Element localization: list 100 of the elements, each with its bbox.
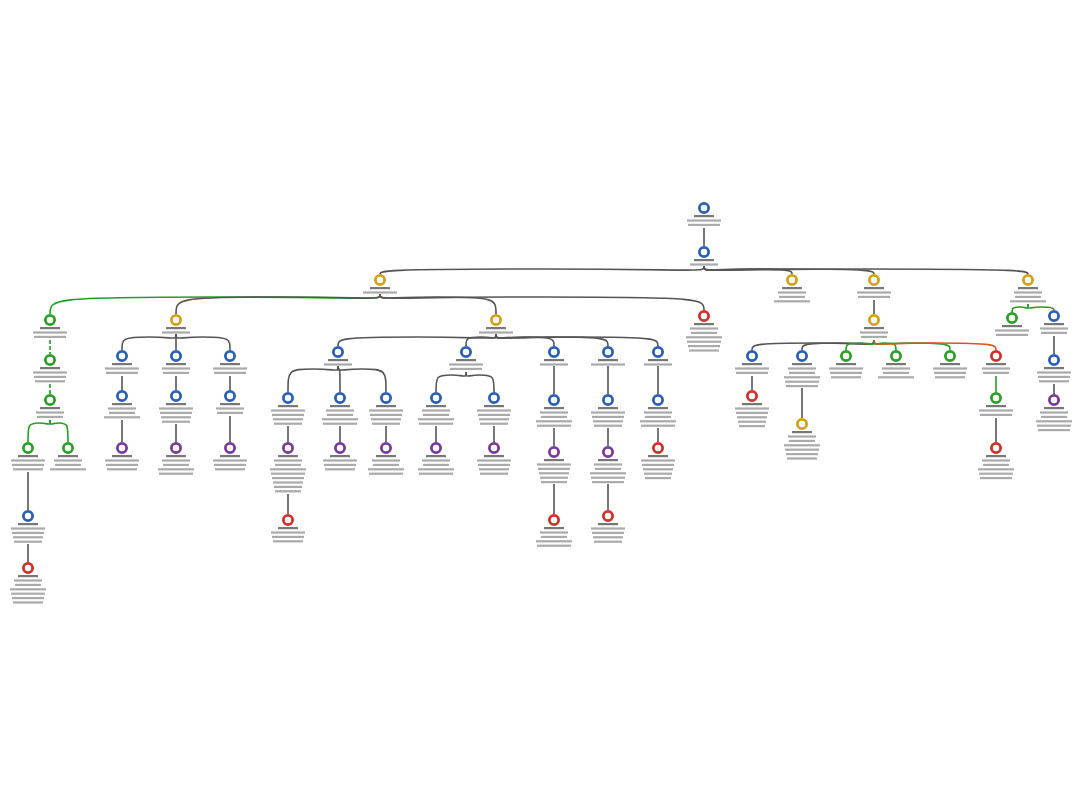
tree-node	[268, 392, 308, 426]
connector-line	[995, 417, 997, 443]
tree-node	[876, 350, 916, 380]
tree-node	[366, 442, 406, 476]
connector-line	[657, 427, 659, 443]
tree-node	[854, 314, 894, 340]
connector-line	[553, 483, 555, 515]
connector-line	[1053, 335, 1055, 355]
connector-line	[435, 425, 437, 443]
tree-node	[588, 510, 628, 544]
tree-node	[268, 442, 308, 494]
tree-node	[976, 392, 1016, 418]
tree-node	[156, 390, 196, 424]
tree-node	[102, 390, 142, 420]
connector-line	[751, 375, 753, 391]
tree-node	[854, 274, 894, 300]
connector-line	[337, 365, 341, 393]
connector-line	[465, 371, 495, 393]
connector-line	[229, 415, 231, 443]
tree-node	[826, 350, 866, 380]
tree-node	[8, 562, 48, 605]
tree-node	[782, 418, 822, 461]
connector-line	[607, 365, 609, 395]
tree-node	[156, 314, 196, 335]
tree-node	[156, 442, 196, 476]
connector-line	[27, 419, 51, 443]
connector-line	[703, 265, 793, 275]
tree-node	[318, 346, 358, 367]
connector-line	[801, 387, 803, 419]
connector-line	[553, 365, 555, 395]
connector-line	[287, 493, 289, 515]
tree-node	[8, 510, 48, 544]
tree-node	[638, 346, 678, 367]
tree-node	[102, 442, 142, 472]
connector-line	[121, 333, 177, 351]
tree-node	[268, 514, 308, 544]
connector-line	[339, 425, 341, 443]
tree-node	[366, 392, 406, 426]
tree-node	[684, 246, 724, 267]
connector-line	[175, 375, 177, 391]
tree-node	[638, 394, 678, 428]
connector-line	[751, 339, 875, 351]
connector-line	[175, 333, 177, 351]
tree-node	[534, 346, 574, 367]
tree-node	[320, 442, 360, 472]
tree-node	[782, 350, 822, 389]
tree-node	[732, 350, 772, 376]
connector-line	[49, 419, 69, 443]
connector-line	[337, 365, 387, 393]
tree-node	[320, 392, 360, 426]
tree-node	[416, 392, 456, 426]
connector-line	[121, 419, 123, 443]
tree-node	[1034, 310, 1074, 336]
tree-node	[210, 390, 250, 416]
tree-node	[30, 314, 70, 340]
connector-line	[49, 339, 51, 355]
tree-node	[360, 274, 400, 295]
connector-line	[703, 265, 1029, 275]
connector-line	[337, 333, 497, 347]
connector-line	[49, 383, 51, 395]
tree-node	[30, 394, 70, 420]
connector-line	[27, 543, 29, 563]
tree-node	[684, 310, 724, 353]
connector-line	[495, 333, 659, 347]
tree-node	[446, 346, 486, 372]
tree-node	[638, 442, 678, 481]
tree-node	[210, 442, 250, 472]
connector-line	[379, 265, 705, 275]
connector-line	[493, 425, 495, 443]
tree-node	[588, 394, 628, 428]
connector-line	[607, 483, 609, 511]
tree-node	[534, 446, 574, 485]
tree-node	[976, 442, 1016, 481]
connector-line	[657, 365, 659, 395]
connector-line	[873, 339, 951, 351]
connector-line	[873, 299, 875, 315]
tree-node	[534, 394, 574, 428]
tree-node	[416, 442, 456, 476]
connector-line	[379, 293, 497, 315]
tree-node	[976, 350, 1016, 376]
tree-node	[772, 274, 812, 304]
tree-node	[1034, 394, 1074, 433]
connector-line	[465, 333, 497, 347]
tree-node	[588, 346, 628, 367]
tree-node	[8, 442, 48, 472]
connector-line	[379, 293, 705, 311]
tree-node	[48, 442, 88, 472]
connector-line	[435, 371, 467, 393]
connector-line	[553, 427, 555, 447]
connector-line	[1027, 303, 1055, 311]
connector-line	[495, 333, 609, 347]
connector-line	[873, 339, 997, 351]
connector-line	[175, 423, 177, 443]
tree-node	[992, 312, 1032, 338]
connector-line	[27, 471, 29, 511]
tree-node	[684, 202, 724, 228]
tree-node	[930, 350, 970, 380]
connector-line	[801, 339, 875, 351]
connector-line	[229, 375, 231, 391]
tree-node	[476, 314, 516, 335]
